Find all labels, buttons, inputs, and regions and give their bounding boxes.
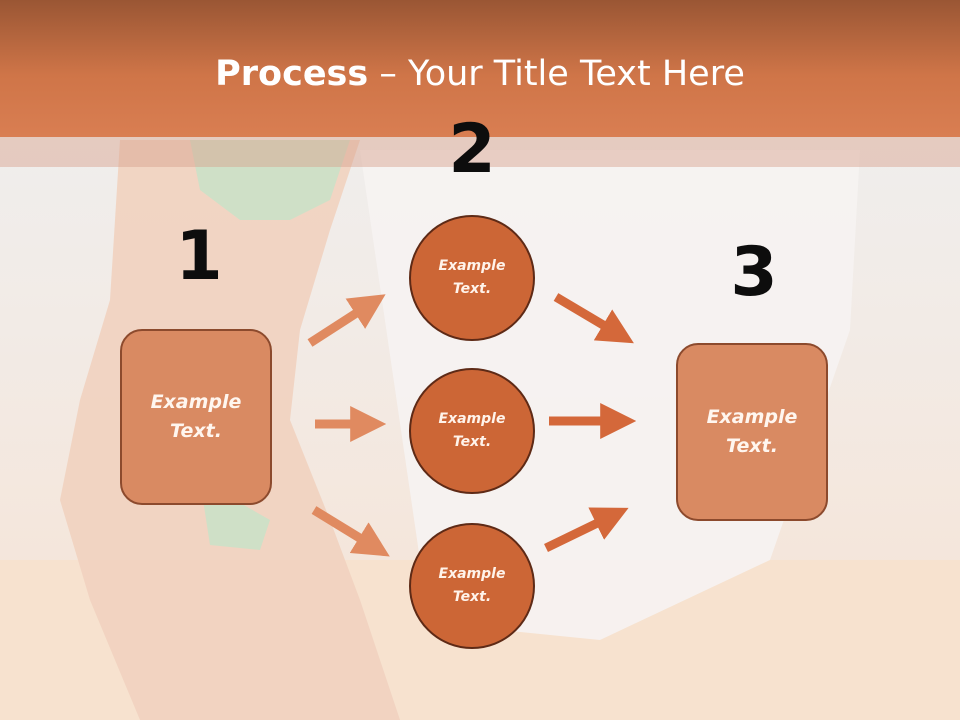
title-bar-strip [0,137,960,167]
start-box-text: Example Text. [150,391,242,442]
circle-top: Example Text. [409,215,535,341]
title-bold: Process [215,54,369,94]
arrow-left-up [307,294,386,347]
step-number-2: 2 [448,110,496,189]
circle-bottom-text: Example Text. [438,566,506,605]
title-bar [0,0,960,137]
arrow-right-up [544,507,629,553]
circle-middle: Example Text. [409,368,535,494]
page-title: Process – Your Title Text Here [0,52,960,96]
circle-top-text: Example Text. [438,258,506,297]
end-box: Example Text. [676,343,828,521]
title-rest: – Your Title Text Here [368,54,745,94]
start-box: Example Text. [120,329,272,505]
end-box-text: Example Text. [706,406,798,457]
step-number-1: 1 [175,217,223,296]
step-number-3: 3 [730,233,778,312]
arrow-left-down [311,506,390,557]
arrow-right-down [553,293,634,344]
circle-bottom: Example Text. [409,523,535,649]
circle-middle-text: Example Text. [438,411,506,450]
